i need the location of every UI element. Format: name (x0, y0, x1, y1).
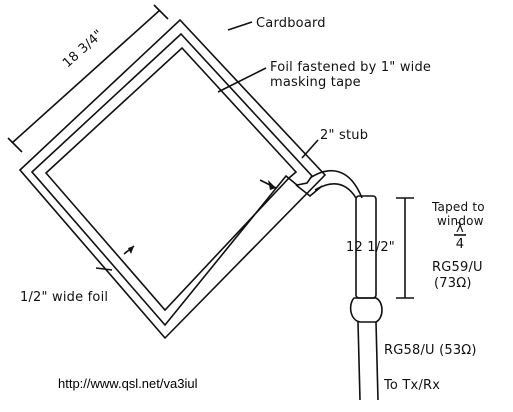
label-foil-width: 1/2" wide foil (20, 290, 109, 305)
foil-outer-edge (30, 32, 314, 327)
label-stub: 2" stub (320, 128, 369, 143)
label-coax-length: 12 1/2" (346, 240, 395, 255)
label-cardboard: Cardboard (256, 16, 326, 31)
label-rg58: RG58/U (53Ω) (384, 343, 477, 358)
label-foil-line2: masking tape (270, 75, 361, 90)
leader-foil (217, 67, 267, 93)
label-taped-1: Taped to (432, 200, 485, 214)
leader-foil-width-a (95, 267, 113, 271)
feed-cable-lower (314, 183, 357, 199)
stub-gap (295, 184, 323, 198)
label-rg59: RG59/U (432, 260, 483, 275)
label-taped-2: window (437, 214, 484, 228)
feed-cable-upper (309, 169, 363, 199)
label-rg59-impedance: (73Ω) (434, 276, 472, 291)
label-lambda-denominator: 4 (455, 237, 465, 252)
label-to-txrx: To Tx/Rx (384, 378, 441, 393)
coax-joint (349, 297, 383, 323)
label-foil-line1: Foil fastened by 1" wide (270, 60, 432, 75)
source-url: http://www.qsl.net/va3iul (58, 376, 198, 391)
coax-rg58-left (357, 321, 361, 401)
coax-rg58-right (375, 321, 379, 401)
leader-cardboard (227, 21, 253, 31)
dim-side-line (11, 9, 161, 144)
cardboard-outline (18, 18, 327, 340)
label-lambda: λ (456, 221, 464, 236)
foil-inner-edge (44, 46, 298, 312)
leader-stub (301, 139, 319, 159)
